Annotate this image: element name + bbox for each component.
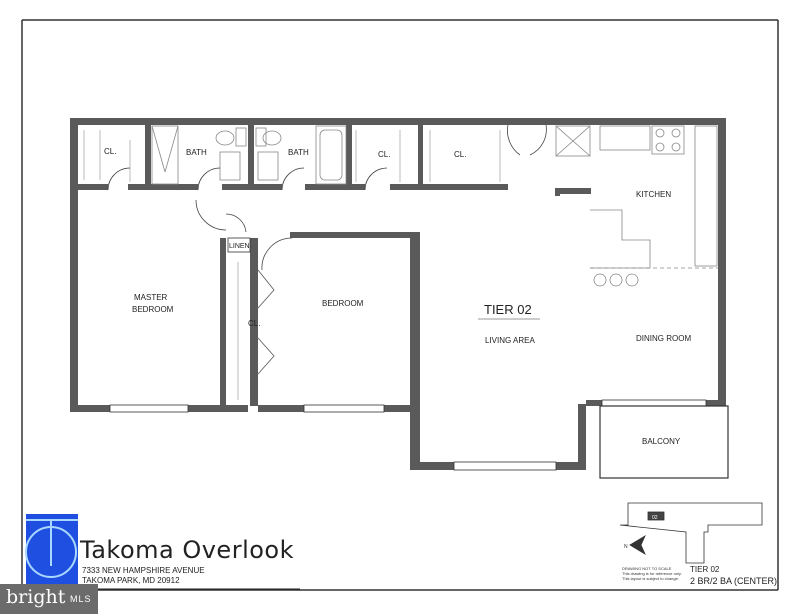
north-arrow-label: N <box>624 544 628 550</box>
takoma-logo <box>25 514 78 584</box>
sheet-frame <box>21 19 779 591</box>
label-bedroom: BEDROOM <box>322 299 364 308</box>
key-plan <box>619 502 763 564</box>
unit-type: 2 BR/2 BA (CENTER) <box>690 576 778 586</box>
address-line-2: TAKOMA PARK, MD 20912 <box>82 576 180 585</box>
label-linen: LINEN <box>229 243 250 250</box>
address-line-1: 7333 NEW HAMPSHIRE AVENUE <box>82 566 205 575</box>
tier-label: TIER 02 <box>690 565 720 574</box>
label-closet: CL. <box>378 150 390 159</box>
label-dining: DINING ROOM <box>636 334 691 343</box>
label-tier: TIER 02 <box>484 302 532 317</box>
label-kitchen: KITCHEN <box>636 190 671 199</box>
windows <box>109 399 707 471</box>
bright-mls-watermark: bright MLS <box>0 584 98 614</box>
label-master: BEDROOM <box>132 305 174 314</box>
unit-tag: 02 <box>652 515 658 521</box>
label-balcony: BALCONY <box>642 437 681 446</box>
label-master: MASTER <box>134 293 168 302</box>
label-bath: BATH <box>186 148 207 157</box>
note-line-3: This layout is subject to change. <box>622 576 679 581</box>
watermark-suffix: MLS <box>70 594 92 604</box>
doors <box>107 124 547 271</box>
label-closet: CL. <box>104 147 116 156</box>
fixtures <box>83 125 718 400</box>
note-line-1: DRAWING NOT TO SCALE <box>622 566 672 571</box>
watermark-brand: bright <box>6 586 66 608</box>
walls <box>70 118 726 470</box>
label-bath: BATH <box>288 148 309 157</box>
label-closet: CL. <box>454 150 466 159</box>
brand-name: Takoma Overlook <box>80 536 294 564</box>
balcony-outline <box>599 405 729 479</box>
label-closet: CL. <box>248 319 260 328</box>
room-labels: CL. BATH BATH CL. CL. KITCHEN LINEN MAST… <box>104 147 691 446</box>
note-line-2: This drawing is for reference only. <box>622 571 682 576</box>
label-living: LIVING AREA <box>485 336 535 345</box>
